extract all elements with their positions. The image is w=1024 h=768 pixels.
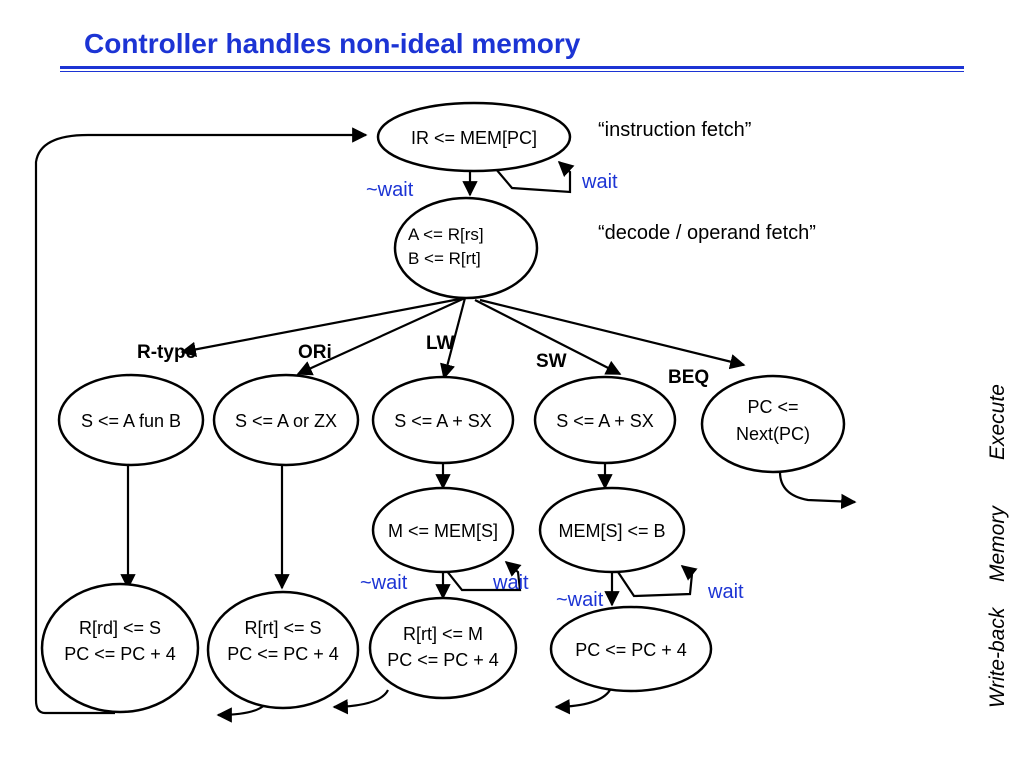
state-beq-line1: PC <= bbox=[747, 397, 798, 417]
state-ori-exec-text: S <= A or ZX bbox=[235, 411, 337, 431]
page-title: Controller handles non-ideal memory bbox=[84, 28, 581, 59]
decode-to-ori-edge bbox=[296, 296, 466, 376]
state-sw-wb-text: PC <= PC + 4 bbox=[575, 640, 687, 660]
wait-label-sw-not: ~wait bbox=[556, 589, 604, 611]
state-beq-exec: PC <= Next(PC) bbox=[700, 374, 846, 474]
lw-mem-wait-loop bbox=[445, 561, 522, 592]
wait-label-sw: wait bbox=[707, 581, 744, 603]
state-sw-exec: S <= A + SX bbox=[533, 375, 677, 465]
title-underline-thin bbox=[60, 71, 964, 72]
decode-to-beq-edge bbox=[479, 298, 746, 370]
stage-label-memory: Memory bbox=[986, 505, 1009, 582]
state-decode-line1: A <= R[rs] bbox=[408, 225, 484, 244]
edges bbox=[34, 127, 857, 723]
stage-label-execute: Execute bbox=[986, 384, 1009, 460]
sw-mem-wait-loop bbox=[617, 565, 698, 598]
state-beq-line2: Next(PC) bbox=[736, 424, 810, 444]
state-lw-wb-line2: PC <= PC + 4 bbox=[387, 650, 499, 670]
state-sw-mem: MEM[S] <= B bbox=[538, 486, 686, 574]
fetch-wait-loop bbox=[489, 160, 575, 194]
decode-to-lw-edge bbox=[440, 297, 467, 380]
state-ori-wb-line2: PC <= PC + 4 bbox=[227, 644, 339, 664]
comment-decode: “decode / operand fetch” bbox=[598, 222, 816, 244]
state-rtype-wb: R[rd] <= S PC <= PC + 4 bbox=[40, 582, 200, 714]
return-to-fetch-edge bbox=[34, 127, 368, 715]
comment-instruction-fetch: “instruction fetch” bbox=[598, 119, 751, 141]
state-fetch-text: IR <= MEM[PC] bbox=[411, 128, 537, 148]
beq-exit-edge bbox=[778, 471, 857, 510]
state-lw-wb: R[rt] <= M PC <= PC + 4 bbox=[368, 596, 518, 700]
state-lw-exec: S <= A + SX bbox=[371, 375, 515, 465]
wait-label-lw: wait bbox=[492, 572, 529, 594]
state-lw-mem: M <= MEM[S] bbox=[371, 486, 515, 574]
title-underline bbox=[60, 66, 964, 69]
decode-to-rtype-edge bbox=[180, 296, 466, 357]
decode-to-sw-edge bbox=[474, 299, 622, 375]
branch-label-ori: ORi bbox=[298, 342, 332, 363]
state-rtype-wb-line2: PC <= PC + 4 bbox=[64, 644, 176, 664]
wait-label-lw-not: ~wait bbox=[360, 572, 408, 594]
state-sw-wb: PC <= PC + 4 bbox=[549, 605, 713, 693]
wait-label-fetch: wait bbox=[581, 171, 618, 193]
state-sw-exec-text: S <= A + SX bbox=[556, 411, 654, 431]
state-rtype-exec: S <= A fun B bbox=[57, 373, 205, 467]
state-ori-wb: R[rt] <= S PC <= PC + 4 bbox=[206, 590, 360, 710]
state-decode-line2: B <= R[rt] bbox=[408, 249, 481, 268]
branch-label-lw: LW bbox=[426, 333, 455, 354]
wait-label-fetch-not: ~wait bbox=[366, 179, 414, 201]
state-ori-wb-line1: R[rt] <= S bbox=[244, 618, 321, 638]
state-fetch: IR <= MEM[PC] bbox=[376, 101, 572, 173]
state-rtype-wb-line1: R[rd] <= S bbox=[79, 618, 161, 638]
state-lw-wb-line1: R[rt] <= M bbox=[403, 624, 483, 644]
branch-label-sw: SW bbox=[536, 351, 567, 372]
stage-label-writeback: Write-back bbox=[986, 606, 1009, 708]
state-decode: A <= R[rs] B <= R[rt] bbox=[393, 196, 539, 300]
branch-label-rtype: R-type bbox=[137, 342, 196, 363]
branch-label-beq: BEQ bbox=[668, 367, 709, 388]
state-rtype-exec-text: S <= A fun B bbox=[81, 411, 181, 431]
lw-wb-exit-edge bbox=[332, 689, 389, 715]
sw-wb-exit-edge bbox=[554, 689, 611, 715]
state-lw-mem-text: M <= MEM[S] bbox=[388, 521, 498, 541]
state-sw-mem-text: MEM[S] <= B bbox=[558, 521, 665, 541]
state-lw-exec-text: S <= A + SX bbox=[394, 411, 492, 431]
state-ori-exec: S <= A or ZX bbox=[212, 373, 360, 467]
